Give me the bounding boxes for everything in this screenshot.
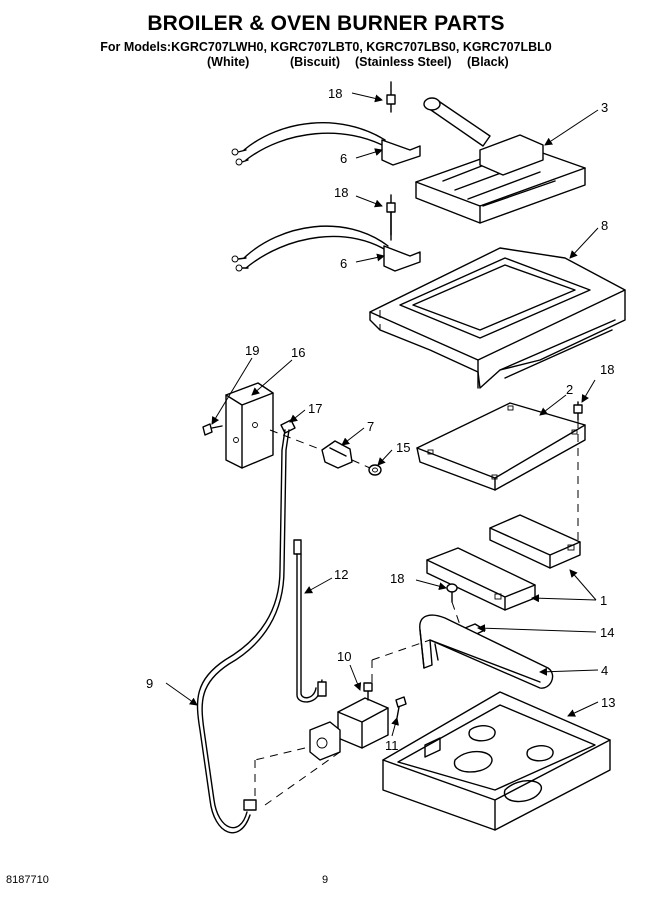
part-screw-19 (202, 423, 223, 436)
part-gas-valve (309, 682, 389, 761)
callout-13: 13 (601, 695, 615, 710)
part-bracket (225, 382, 274, 469)
part-nut-15 (368, 464, 382, 476)
variant-stainless-steel: (Stainless Steel) (355, 55, 452, 69)
callout-11: 11 (385, 738, 399, 753)
part-screw-18-lower (446, 583, 458, 603)
variant-black: (Black) (467, 55, 509, 69)
variant-biscuit: (Biscuit) (290, 55, 340, 69)
variant-white: (White) (207, 55, 250, 69)
callout-18-second: 18 (334, 185, 348, 200)
part-oven-burner (419, 614, 554, 689)
part-oven-bottom-shield (416, 401, 586, 491)
callout-leaders (165, 92, 599, 737)
part-burner-brackets (426, 514, 581, 611)
callout-10: 10 (337, 649, 351, 664)
callout-6-upper: 6 (340, 151, 347, 166)
part-wire-harness-lower (231, 194, 421, 272)
page-number: 9 (322, 874, 329, 886)
callout-3: 3 (601, 100, 608, 115)
callout-15: 15 (396, 440, 410, 455)
model-list: For Models:KGRC707LWH0, KGRC707LBT0, KGR… (100, 40, 552, 54)
part-gas-tube-12 (293, 539, 327, 703)
callout-18-lower: 18 (390, 571, 404, 586)
callout-17: 17 (308, 401, 322, 416)
page-title: BROILER & OVEN BURNER PARTS (147, 12, 505, 35)
part-orifice (280, 419, 296, 434)
part-broiler-heat-deflector (415, 97, 586, 224)
part-screw-11 (395, 696, 407, 719)
callout-7: 7 (367, 419, 374, 434)
part-clip-7 (321, 440, 353, 469)
callout-16: 16 (291, 345, 305, 360)
callout-8: 8 (601, 218, 608, 233)
callout-9: 9 (146, 676, 153, 691)
callout-1: 1 (600, 593, 607, 608)
callout-2: 2 (566, 382, 573, 397)
document-number: 8187710 (6, 874, 49, 886)
callout-4: 4 (601, 663, 608, 678)
assembly-lines (254, 310, 579, 806)
part-wire-harness-upper (231, 81, 421, 166)
callout-14: 14 (600, 625, 614, 640)
callout-12: 12 (334, 567, 348, 582)
callout-19: 19 (245, 343, 259, 358)
part-oven-bottom (382, 691, 611, 831)
callout-18-right: 18 (600, 362, 614, 377)
part-gas-tube-9 (196, 429, 290, 834)
callout-18-top: 18 (328, 86, 342, 101)
callout-6-lower: 6 (340, 256, 347, 271)
part-broiler-pan-frame (369, 247, 626, 389)
